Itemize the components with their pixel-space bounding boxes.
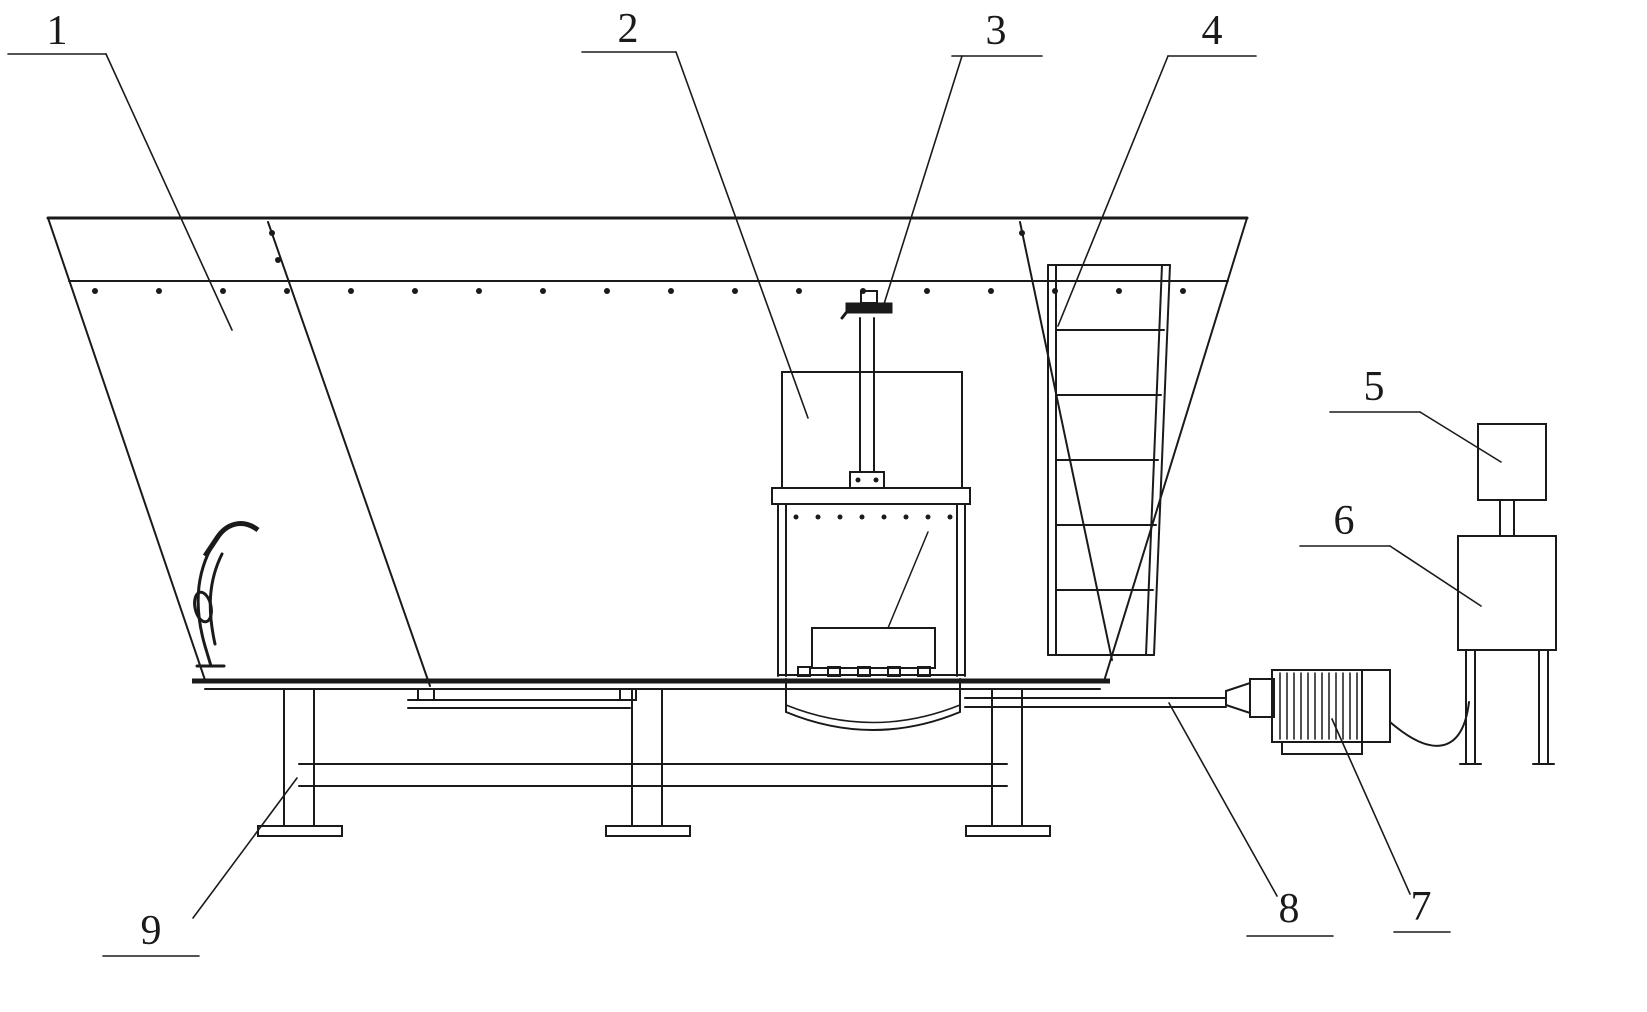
foot-plate (257, 825, 343, 837)
rod-fitting (849, 471, 885, 489)
part-label-4: 4 (1202, 8, 1223, 54)
foot-plate (605, 825, 691, 837)
support-legs (257, 688, 1051, 837)
motor-body (1271, 669, 1391, 743)
foot-plate (965, 825, 1051, 837)
leader-line-7 (1331, 718, 1411, 895)
hand-lever (193, 521, 260, 668)
part-label-1: 1 (47, 8, 68, 54)
leader-line-8 (1168, 702, 1278, 897)
part-label-2: 2 (618, 6, 639, 52)
gate-lift-frame (781, 371, 963, 489)
power-cable (1389, 701, 1470, 747)
part-label-8: 8 (1279, 886, 1300, 932)
leader-line-1 (105, 53, 233, 331)
part-label-3: 3 (986, 8, 1007, 54)
discharge-chute (785, 678, 961, 731)
gate-lift-assembly (771, 290, 971, 731)
leader-line-9 (192, 777, 298, 919)
leader-line-4 (1057, 55, 1169, 327)
vibration-motor (1225, 669, 1470, 755)
motor-fins (1279, 672, 1358, 740)
hopper-left-inner-slant (267, 221, 431, 687)
leader-line-3 (883, 55, 963, 305)
control-box (1477, 423, 1547, 537)
mount-blocks (797, 666, 931, 677)
motor-base (1281, 741, 1363, 755)
leader-line-5 (1419, 411, 1502, 463)
hopper-left-outer-slant (47, 217, 206, 681)
side-ladder-frame (1047, 264, 1171, 656)
part-labels: 1 2 3 4 5 6 7 8 9 (7, 6, 1502, 957)
inner-gate-plate (811, 627, 936, 669)
coupling-hub (1249, 678, 1275, 718)
rivet-row (92, 230, 1186, 294)
part-label-6: 6 (1334, 498, 1355, 544)
top-actuator-valve (840, 290, 893, 320)
housing-bolt-row (793, 514, 953, 520)
shaft-coupling (1225, 681, 1251, 715)
housing-top-plate (771, 487, 971, 505)
leader-line-6 (1389, 545, 1482, 607)
part-label-5: 5 (1364, 364, 1385, 410)
hopper-right-outer-slant (1104, 217, 1248, 679)
hopper-body (46, 216, 1249, 690)
hopper-right-inner-slant (1019, 221, 1113, 661)
drive-shaft (964, 697, 1227, 708)
leader-line-2 (675, 51, 809, 419)
part-label-9: 9 (141, 908, 162, 954)
part-label-7: 7 (1411, 884, 1432, 930)
underframe-member (407, 688, 637, 709)
stand-cabinet (1457, 535, 1557, 765)
